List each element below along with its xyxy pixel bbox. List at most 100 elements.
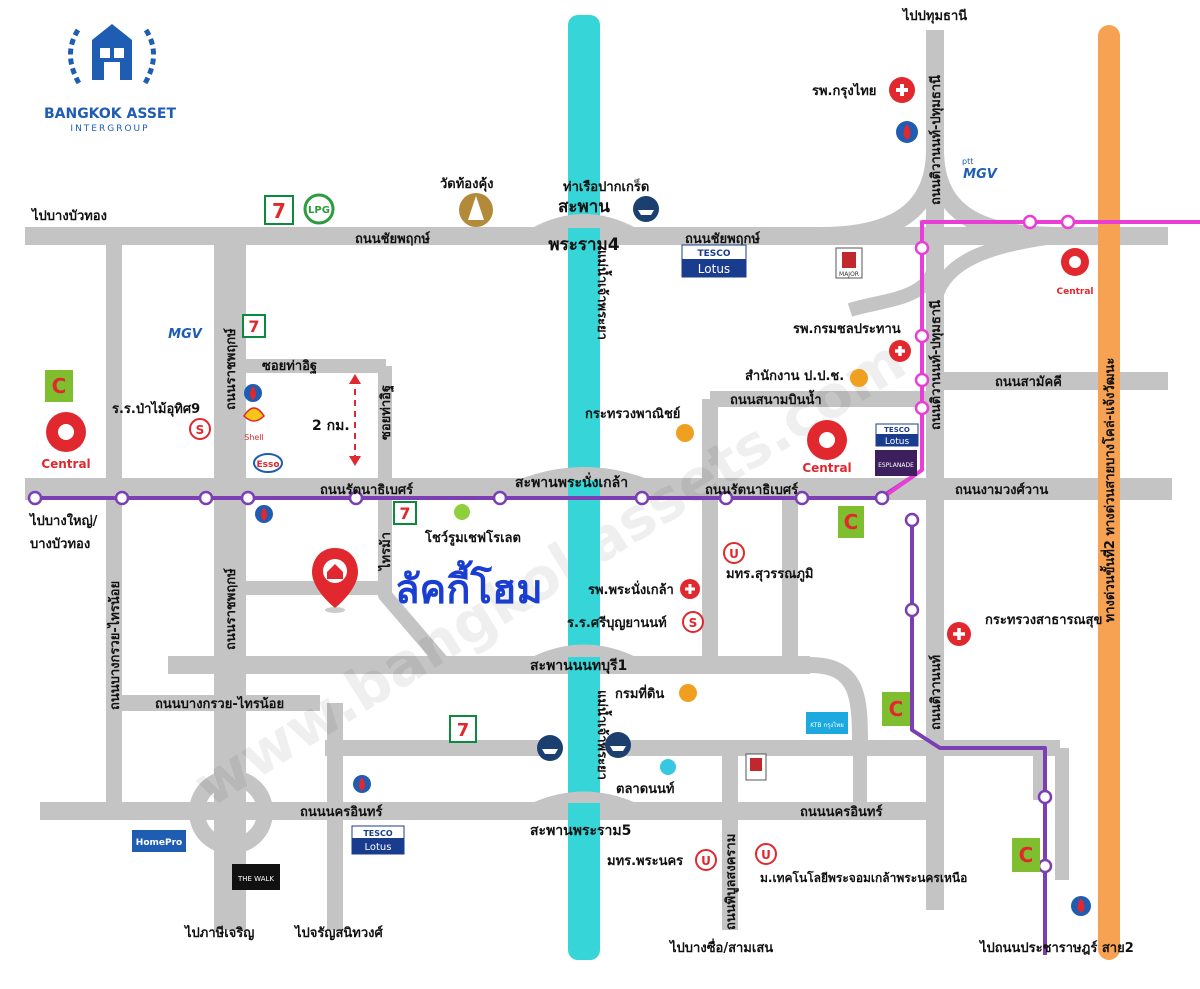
landmark-showroom: โชว์รูมเชฟโรเลต [424,529,521,546]
landmark-chonprathan-hosp: รพ.กรมชลประทาน [793,322,901,337]
seven-eleven-icon: 7 [449,715,477,743]
landmark-suvarnabhumi-univ: มทร.สุวรรณภูมิ [726,567,813,582]
road-network [25,30,1172,930]
svg-text:Lotus: Lotus [365,842,392,853]
svg-text:C: C [1019,843,1034,867]
landmark-commerce-ministry: กระทรวงพาณิชย์ [585,406,680,422]
landmark-phranakhon-univ: มทร.พระนคร [607,854,683,869]
label-bangkruai-h: ถนนบางกรวย-ไทรน้อย [155,695,284,712]
svg-text:KTB กรุงไทย: KTB กรุงไทย [810,721,843,729]
label-rama4-2: พระราม4 [548,235,619,255]
station [348,490,364,506]
station [874,490,890,506]
purple-stations [27,490,1053,874]
expressway-label: ทางด่วนขั้นที่2 ทางด่วนสายบางโคล่-แจ้งวั… [1099,358,1118,623]
svg-text:S: S [196,423,205,437]
landmark-pak-kret-pier: ท่าเรือปากเกร็ด [563,177,649,195]
dir-bangyai-1: ไปบางใหญ่/ [28,512,98,529]
school-icon: S [682,611,704,633]
landmark-kmutnb: ม.เทคโนโลยีพระจอมเกล้าพระนครเหนือ [760,870,967,885]
showroom-icon [454,504,470,520]
svg-text:ptt: ptt [962,157,973,166]
brand-emblem-icon [68,24,156,87]
shell-icon: Shell [243,407,265,442]
label-rattanathibet-left: ถนนรัตนาธิเบศร์ [320,482,413,498]
label-sai-ma: ไทรม้า [377,532,394,572]
label-sanambinnam: ถนนสนามบินน้ำ [730,389,822,408]
major-cineplex-icon: MAJOR [835,247,863,279]
ptt-station-icon [353,775,371,793]
temple-icon [459,193,493,227]
tesco-lotus-icon: TESCO Lotus [681,244,747,278]
landmark-ppch-office: สำนักงาน ป.ป.ช. [745,368,844,384]
svg-text:S: S [689,616,698,630]
tesco-lotus-icon: TESCO Lotus [875,423,919,447]
bridge-phra-nang-klao [518,467,650,480]
svg-text:C: C [52,374,67,398]
svg-text:TESCO: TESCO [363,829,393,838]
station [1037,789,1053,805]
svg-text:C: C [889,697,904,721]
roundabout [189,770,273,854]
svg-text:LPG: LPG [308,205,330,216]
road-east-curve [809,657,868,749]
station [914,400,930,416]
label-samakkhi: ถนนสามัคคี [995,374,1062,390]
label-ratchaphruek-2: ถนนราชพฤกษ์ [223,568,239,650]
svg-text:C: C [844,510,859,534]
road-tiwanon-north2 [928,229,1061,303]
svg-text:Esso: Esso [256,460,279,470]
label-soi-tha-it: ซอยท่าอิฐ [262,359,317,375]
station [27,490,43,506]
svg-text:TESCO: TESCO [884,426,910,434]
station [914,240,930,256]
road-sai-ma [378,489,451,670]
ktb-bank-icon: KTB กรุงไทย [806,712,848,734]
scale-label: 2 กม. [312,418,350,434]
dir-pathum: ไปปทุมธานี [901,7,967,24]
svg-text:Lotus: Lotus [698,262,730,276]
bridge-nonthaburi1 [532,644,636,657]
label-chaiyaphruek-left: ถนนชัยพฤกษ์ [355,231,430,247]
svg-text:U: U [761,848,771,862]
river-label-top: แม่น้ำเจ้าพระยา [594,250,613,340]
label-chaiyaphruek-right: ถนนชัยพฤกษ์ [685,231,760,247]
hospital-icon [680,579,700,599]
station [1022,214,1038,230]
brand-subtitle: INTERGROUP [70,124,149,134]
university-icon: U [723,542,745,564]
central-icon: Central [41,412,91,471]
big-c-icon: C [45,370,73,402]
seven-eleven-icon: 7 [264,195,294,225]
big-c-icon: C [1012,838,1040,872]
station [1037,858,1053,874]
government-office-icon [850,369,868,387]
pier-icon [633,196,659,222]
pink-line [880,220,1200,500]
bridges [518,214,650,803]
ptt-station-icon [255,505,273,523]
hospital-icon [889,77,915,103]
dir-bangsue: ไปบางซื่อ/สามเสน [668,938,773,956]
station [198,490,214,506]
central-icon: Central [802,420,852,475]
svg-text:U: U [729,547,739,561]
station [914,328,930,344]
station [718,490,734,506]
road-tiwanon-south [847,259,942,317]
major-cineplex-icon [745,753,767,781]
home-icon [327,564,343,579]
expressway [1098,25,1120,960]
seven-eleven-icon: 7 [393,501,417,525]
station [634,490,650,506]
label-ratchaphruek-1: ถนนราชพฤกษ์ [223,328,239,410]
svg-text:MAJOR: MAJOR [839,271,859,278]
landmark-land-dept: กรมที่ดิน [615,684,664,702]
label-nakhon-in-right: ถนนนครอินทร์ [800,804,882,820]
bridge-rama4 [532,214,636,228]
dir-bangyai-2: บางบัวทอง [30,537,90,552]
government-office-icon [679,684,697,702]
dir-bangbuathong: ไปบางบัวทอง [30,207,107,224]
